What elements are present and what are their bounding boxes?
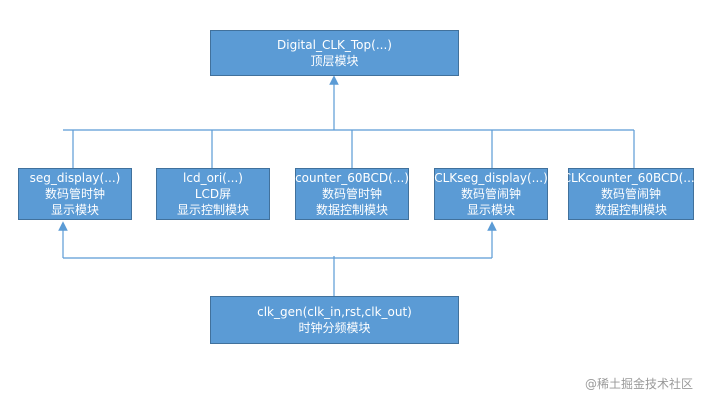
module-name: lcd_ori(...) [183, 171, 243, 185]
top-module-box: Digital_CLK_Top(...) 顶层模块 [210, 30, 459, 76]
clk-gen-name: clk_gen(clk_in,rst,clk_out) [257, 305, 412, 319]
clk-gen-box: clk_gen(clk_in,rst,clk_out) 时钟分频模块 [210, 296, 459, 344]
module-desc: 显示控制模块 [176, 203, 249, 217]
module-desc: 数码管时钟 [321, 187, 382, 201]
module-desc: 数据控制模块 [315, 203, 388, 217]
clk-gen-desc: 时钟分频模块 [298, 321, 371, 335]
module-box-counter-60bcd: counter_60BCD(...) 数码管时钟 数据控制模块 [295, 168, 409, 220]
top-module-desc: 顶层模块 [310, 54, 359, 68]
module-box-clkcounter-60bcd: CLKcounter_60BCD(...) 数码管闹钟 数据控制模块 [563, 168, 699, 220]
module-name: seg_display(...) [29, 171, 121, 185]
module-desc: 显示模块 [466, 203, 515, 217]
module-desc: 数码管闹钟 [460, 187, 521, 201]
module-desc: LCD屏 [194, 187, 232, 201]
module-desc: 数码管闹钟 [600, 187, 661, 201]
module-name: CLKseg_display(...) [434, 171, 548, 185]
top-module-name: Digital_CLK_Top(...) [277, 38, 392, 52]
module-box-lcd-ori: lcd_ori(...) LCD屏 显示控制模块 [156, 168, 270, 220]
module-name: counter_60BCD(...) [295, 171, 409, 185]
module-box-seg-display: seg_display(...) 数码管时钟 显示模块 [18, 168, 132, 220]
watermark: @稀土掘金技术社区 [584, 377, 693, 391]
module-desc: 显示模块 [50, 203, 99, 217]
module-name: CLKcounter_60BCD(...) [562, 171, 700, 185]
module-desc: 数码管时钟 [44, 187, 105, 201]
module-box-clkseg-display: CLKseg_display(...) 数码管闹钟 显示模块 [434, 168, 548, 220]
module-desc: 数据控制模块 [594, 203, 667, 217]
